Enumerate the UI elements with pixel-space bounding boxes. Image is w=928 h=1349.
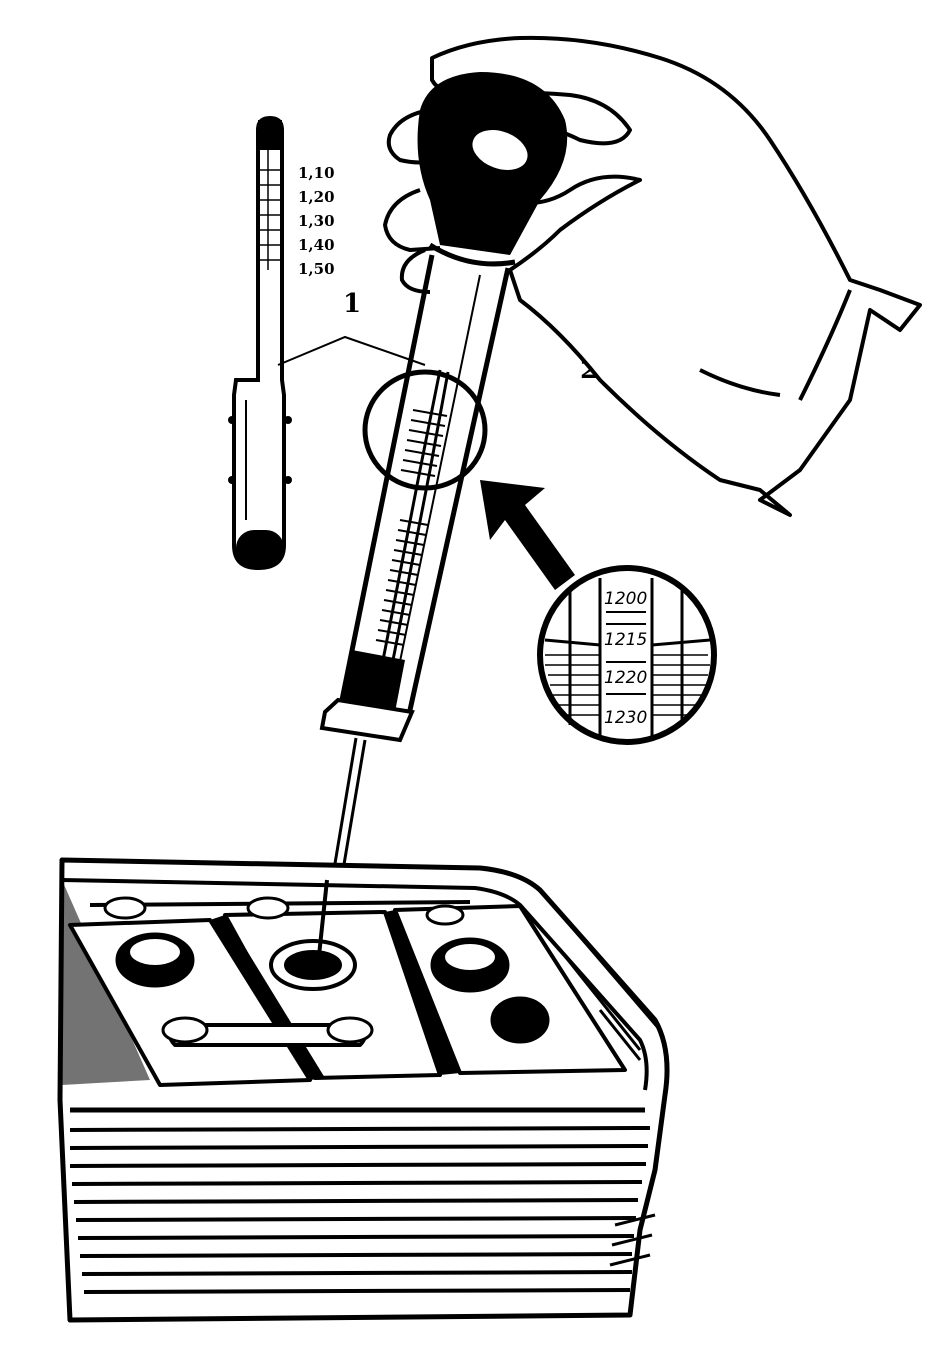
magnified-scale-label: 1230: [604, 708, 647, 728]
scale-label: 1,50: [298, 260, 335, 278]
magnified-scale-label: 1215: [604, 630, 647, 650]
scale-label: 1,40: [298, 236, 335, 254]
hydrometer-scale-labels: 1,10 1,20 1,30 1,40 1,50: [298, 164, 335, 278]
battery: [57, 857, 670, 1323]
callout-1: 1: [277, 289, 426, 366]
hydrometer-float: [228, 115, 292, 571]
magnified-scale-label: 1200: [604, 589, 647, 609]
scale-label: 1,10: [298, 164, 335, 182]
magnified-scale-label: 1220: [604, 668, 647, 688]
scale-label: 1,30: [298, 212, 335, 230]
callout-number: 1: [343, 289, 361, 319]
scale-label: 1,20: [298, 188, 335, 206]
magnified-scale: 1200 1215 1220 1230: [537, 565, 717, 745]
magnify-arrow: [480, 480, 575, 590]
suction-nozzle: [316, 879, 329, 966]
magnify-circle: [362, 369, 488, 491]
